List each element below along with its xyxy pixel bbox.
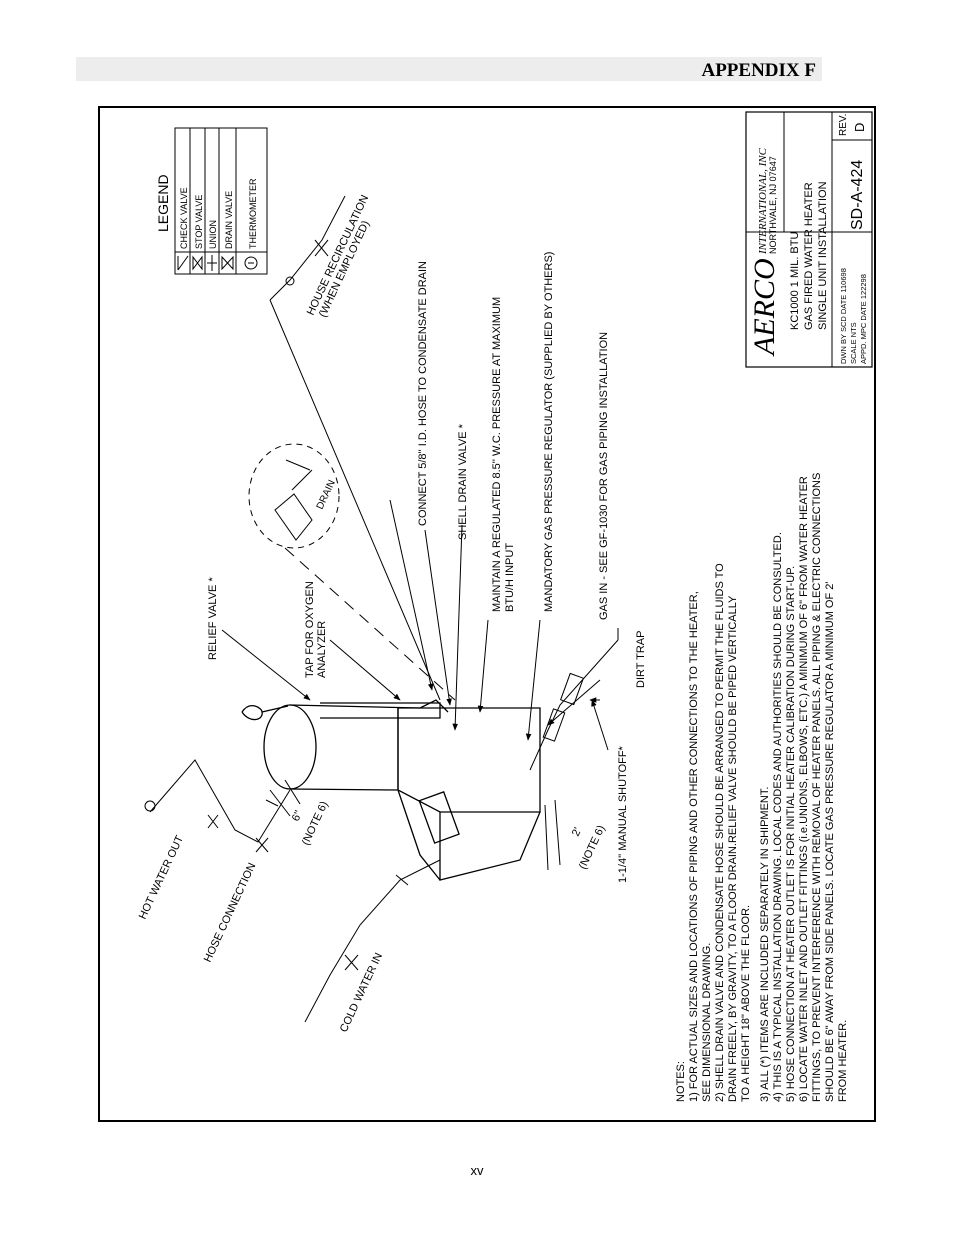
callout-relief: RELIEF VALVE * [207,577,219,660]
company-name: AERCO [748,258,781,357]
title-block: SD-A-424 REV. D AERCO INTERNATIONAL, INC… [745,111,873,368]
title-scale: SCALE NTS [849,322,858,364]
callouts: HOUSE RECIRCULATION (WHEN EMPLOYED) CONN… [137,193,647,1034]
notes-line: 5) HOSE CONNECTION AT HEATER OUTLET IS F… [785,566,797,1102]
rev-value: D [852,123,867,132]
callout-cold-water: COLD WATER IN [338,951,385,1034]
callout-condensate: CONNECT 5/8'' I.D. HOSE TO CONDENSATE DR… [417,261,429,526]
title-appd: APPD. MPC DATE 122298 [859,274,868,364]
title-desc-3: SINGLE UNIT INSTALLATION [817,181,829,330]
callout-shutoff: 1-1/4'' MANUAL SHUTOFF* [617,745,629,883]
page-number: xv [470,1163,484,1178]
appendix-header-bar: APPENDIX F [76,57,822,81]
legend-item-label: THERMOMETER [248,178,258,249]
company-sub: INTERNATIONAL, INC [757,147,769,255]
callout-dirt-trap: DIRT TRAP [635,631,647,688]
notes-line: 6) LOCATE WATER INLET AND OUTLET FITTING… [798,476,810,1102]
notes-line: TO A HEIGHT 18" ABOVE THE FLOOR. [740,905,752,1102]
callout-six-in: 6'' [290,809,305,823]
title-desc-1: KC1000 1 MIL. BTU [789,232,801,330]
drawing-frame [98,106,876,1122]
check-valve-icon [177,255,189,271]
callout-hose-connection: HOSE CONNECTION [202,861,259,964]
rev-label: REV. [838,114,849,136]
appendix-title: APPENDIX F [701,60,816,81]
notes-line: SHOULD BE 6" AWAY FROM SIDE PANELS. LOCA… [824,582,836,1102]
callout-maintain-2: BTU/H INPUT [504,543,516,612]
notes-line: 1) FOR ACTUAL SIZES AND LOCATIONS OF PIP… [688,591,700,1102]
notes-line: NOTES: [675,1061,687,1102]
callout-note6-b: (NOTE 6) [300,800,331,848]
notes-line: FROM HEATER. [837,1020,849,1102]
thermometer-icon [244,256,258,270]
notes-line: 4) THIS IS A TYPICAL INSTALLATION DRAWIN… [772,532,784,1102]
callout-gas-in: GAS IN - SEE GF-1030 FOR GAS PIPING INST… [598,332,610,620]
legend-item-label: STOP VALVE [194,195,204,249]
leader-lines [221,499,609,751]
callout-two-ft: 2' [570,826,584,839]
callout-drain: DRAIN [315,478,338,511]
drawing-number: SD-A-424 [849,160,866,230]
callout-mandatory: MANDATORY GAS PRESSURE REGULATOR (SUPPLI… [543,252,555,612]
legend-item-label: CHECK VALVE [179,187,189,249]
callout-tap-2: ANALYZER [316,621,328,678]
callout-house-recirc: HOUSE RECIRCULATION [305,193,371,317]
drain-valve-icon [221,255,234,271]
piping [144,195,619,1023]
legend: LEGEND CHECK VALVE STOP VALVE UNION DRAI… [155,127,268,275]
title-desc-2: GAS FIRED WATER HEATER [803,182,815,330]
callout-shell-drain: SHELL DRAIN VALVE * [457,423,469,540]
dimension-lines [269,779,561,871]
notes-line: DRAIN FREELY, BY GRAVITY, TO A FLOOR DRA… [727,595,739,1102]
stop-valve-icon [192,255,203,271]
callout-maintain: MAINTAIN A REGULATED 8.5'' W.C. PRESSURE… [491,297,503,612]
legend-item-label: UNION [208,220,218,249]
notes-line: 3) ALL (*) ITEMS ARE INCLUDED SEPARATELY… [759,787,771,1102]
callout-tap: TAP FOR OXYGEN [304,581,316,678]
heater-sketch [241,699,541,881]
company-location: NORTHVALE, NJ 07647 [768,156,778,254]
notes-line: FITTINGS, TO PREVENT INTERFERENCE WITH R… [811,473,823,1102]
legend-title: LEGEND [155,174,171,232]
notes-line: SEE DIMENSIONAL DRAWING. [701,943,713,1102]
callout-hot-water: HOT WATER OUT [137,834,186,922]
legend-item-label: DRAIN VALVE [224,191,234,249]
notes-block: NOTES: 1) FOR ACTUAL SIZES AND LOCATIONS… [675,473,849,1102]
title-dwn: DWN BY SCD DATE 110698 [839,268,848,364]
union-icon [207,255,217,271]
notes-line: 2) SHELL DRAIN VALVE AND CONDENSATE HOSE… [714,563,726,1102]
